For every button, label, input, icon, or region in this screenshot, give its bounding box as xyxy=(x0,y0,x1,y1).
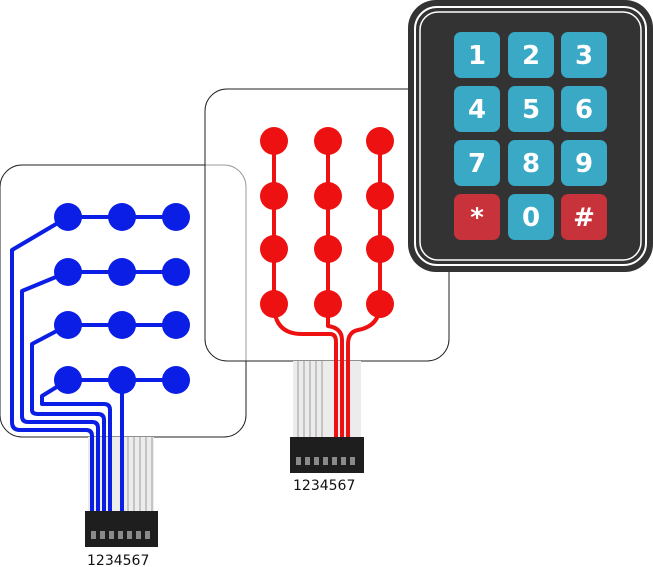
blue-contact-pads xyxy=(54,203,190,394)
key-hash[interactable]: # xyxy=(561,194,607,240)
key-label: 4 xyxy=(468,95,486,125)
key-5[interactable]: 5 xyxy=(508,86,554,132)
key-label: 9 xyxy=(575,149,593,179)
pad xyxy=(54,366,82,394)
key-8[interactable]: 8 xyxy=(508,140,554,186)
key-cap[interactable] xyxy=(508,32,554,78)
pad xyxy=(108,203,136,231)
pad xyxy=(54,258,82,286)
key-label: 6 xyxy=(575,95,593,125)
pad xyxy=(162,311,190,339)
pad xyxy=(108,258,136,286)
key-cap[interactable] xyxy=(454,32,500,78)
keypad-keys: 1 2 3 4 5 6 7 8 9 * 0 # xyxy=(454,32,607,240)
key-6[interactable]: 6 xyxy=(561,86,607,132)
pad xyxy=(260,182,288,210)
key-label: 3 xyxy=(575,41,593,71)
right-pin-numbers: 1234567 xyxy=(293,478,355,494)
pad xyxy=(108,311,136,339)
key-label: 5 xyxy=(522,95,540,125)
key-star[interactable]: * xyxy=(454,194,500,240)
pad xyxy=(366,127,394,155)
pad xyxy=(108,366,136,394)
key-3[interactable]: 3 xyxy=(561,32,607,78)
key-cap[interactable] xyxy=(454,140,500,186)
key-cap[interactable] xyxy=(508,194,554,240)
pad xyxy=(162,203,190,231)
key-label: 2 xyxy=(522,41,540,71)
key-label: * xyxy=(470,203,484,233)
key-label: 0 xyxy=(522,203,540,233)
red-row-traces xyxy=(272,141,382,438)
left-pin-numbers: 1234567 xyxy=(87,553,149,567)
pad xyxy=(366,290,394,318)
pad xyxy=(314,290,342,318)
pad xyxy=(260,127,288,155)
red-contact-pads xyxy=(260,127,394,318)
pad xyxy=(260,235,288,263)
pad xyxy=(54,203,82,231)
key-label: 8 xyxy=(522,149,540,179)
key-7[interactable]: 7 xyxy=(454,140,500,186)
pad xyxy=(314,127,342,155)
key-1[interactable]: 1 xyxy=(454,32,500,78)
keypad-face: 1 2 3 4 5 6 7 8 9 * 0 # xyxy=(408,0,653,272)
key-cap[interactable] xyxy=(454,194,500,240)
keypad-outer-border xyxy=(414,6,647,266)
key-cap[interactable] xyxy=(561,140,607,186)
key-cap[interactable] xyxy=(508,140,554,186)
key-label: # xyxy=(573,203,595,233)
key-4[interactable]: 4 xyxy=(454,86,500,132)
key-label: 7 xyxy=(468,149,486,179)
pad xyxy=(314,182,342,210)
pad xyxy=(366,182,394,210)
key-0[interactable]: 0 xyxy=(508,194,554,240)
pad xyxy=(314,235,342,263)
left-connector xyxy=(85,511,158,547)
key-cap[interactable] xyxy=(561,194,607,240)
keypad-inner-border xyxy=(419,11,642,261)
pad xyxy=(162,366,190,394)
pad xyxy=(260,290,288,318)
pad xyxy=(366,235,394,263)
pad xyxy=(162,258,190,286)
key-cap[interactable] xyxy=(561,86,607,132)
left-membrane-layer: 1234567 xyxy=(0,164,247,567)
key-cap[interactable] xyxy=(561,32,607,78)
key-label: 1 xyxy=(468,41,486,71)
middle-connector xyxy=(290,437,364,473)
key-cap[interactable] xyxy=(454,86,500,132)
key-9[interactable]: 9 xyxy=(561,140,607,186)
key-2[interactable]: 2 xyxy=(508,32,554,78)
middle-ribbon-cable xyxy=(293,361,361,439)
pad xyxy=(54,311,82,339)
key-cap[interactable] xyxy=(508,86,554,132)
middle-membrane-layer: 1234567 xyxy=(204,88,450,494)
